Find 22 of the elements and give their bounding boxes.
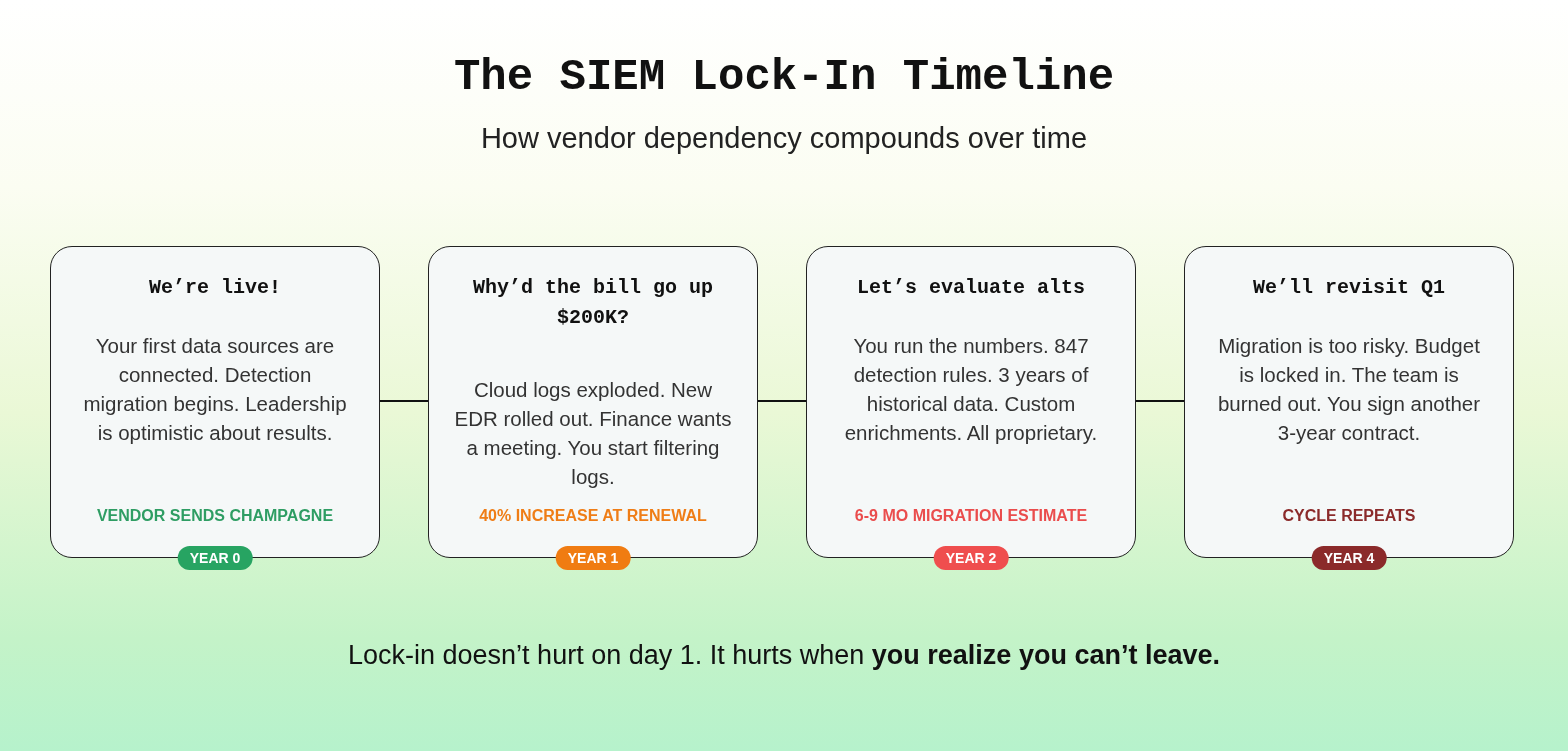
card-description: Migration is too risky. Budget is locked in. The team is burned out. You sign another 3-year contract. xyxy=(1216,333,1482,446)
caption: Lock-in doesn’t hurt on day 1. It hurts when you realize you can’t leave. xyxy=(347,640,1221,671)
subtitle: How vendor dependency compounds over time xyxy=(479,122,1089,155)
year-badge: YEAR 0 xyxy=(177,546,253,570)
diagram-title: The SIEM Lock-In Timeline xyxy=(452,52,1116,102)
card-description: You run the numbers. 847 detection rules. 3 years of historical data. Custom enrichments. All proprietary. xyxy=(843,333,1099,446)
connector-line xyxy=(1135,400,1185,402)
card-tag: 6-9 MO MIGRATION ESTIMATE xyxy=(817,507,1125,525)
card-description: Your first data sources are connected. Detection migration begins. Leadership is optimistic about results. xyxy=(82,333,348,446)
card-tag: VENDOR SENDS CHAMPAGNE xyxy=(61,507,369,525)
card-heading: We’re live! xyxy=(148,275,282,301)
card-heading: Why’d the bill go up $200K? xyxy=(471,275,714,331)
card-description: Cloud logs exploded. New EDR rolled out. Finance wants a meeting. You start filtering logs. xyxy=(453,377,733,490)
card-heading: Let’s evaluate alts xyxy=(855,275,1086,301)
card-tag: 40% INCREASE AT RENEWAL xyxy=(439,507,747,525)
year-badge: YEAR 1 xyxy=(555,546,631,570)
year-badge: YEAR 2 xyxy=(933,546,1009,570)
year-badge: YEAR 4 xyxy=(1311,546,1387,570)
connector-line xyxy=(757,400,807,402)
card-tag: CYCLE REPEATS xyxy=(1195,507,1503,525)
connector-line xyxy=(379,400,429,402)
card-heading: We’ll revisit Q1 xyxy=(1252,275,1446,301)
